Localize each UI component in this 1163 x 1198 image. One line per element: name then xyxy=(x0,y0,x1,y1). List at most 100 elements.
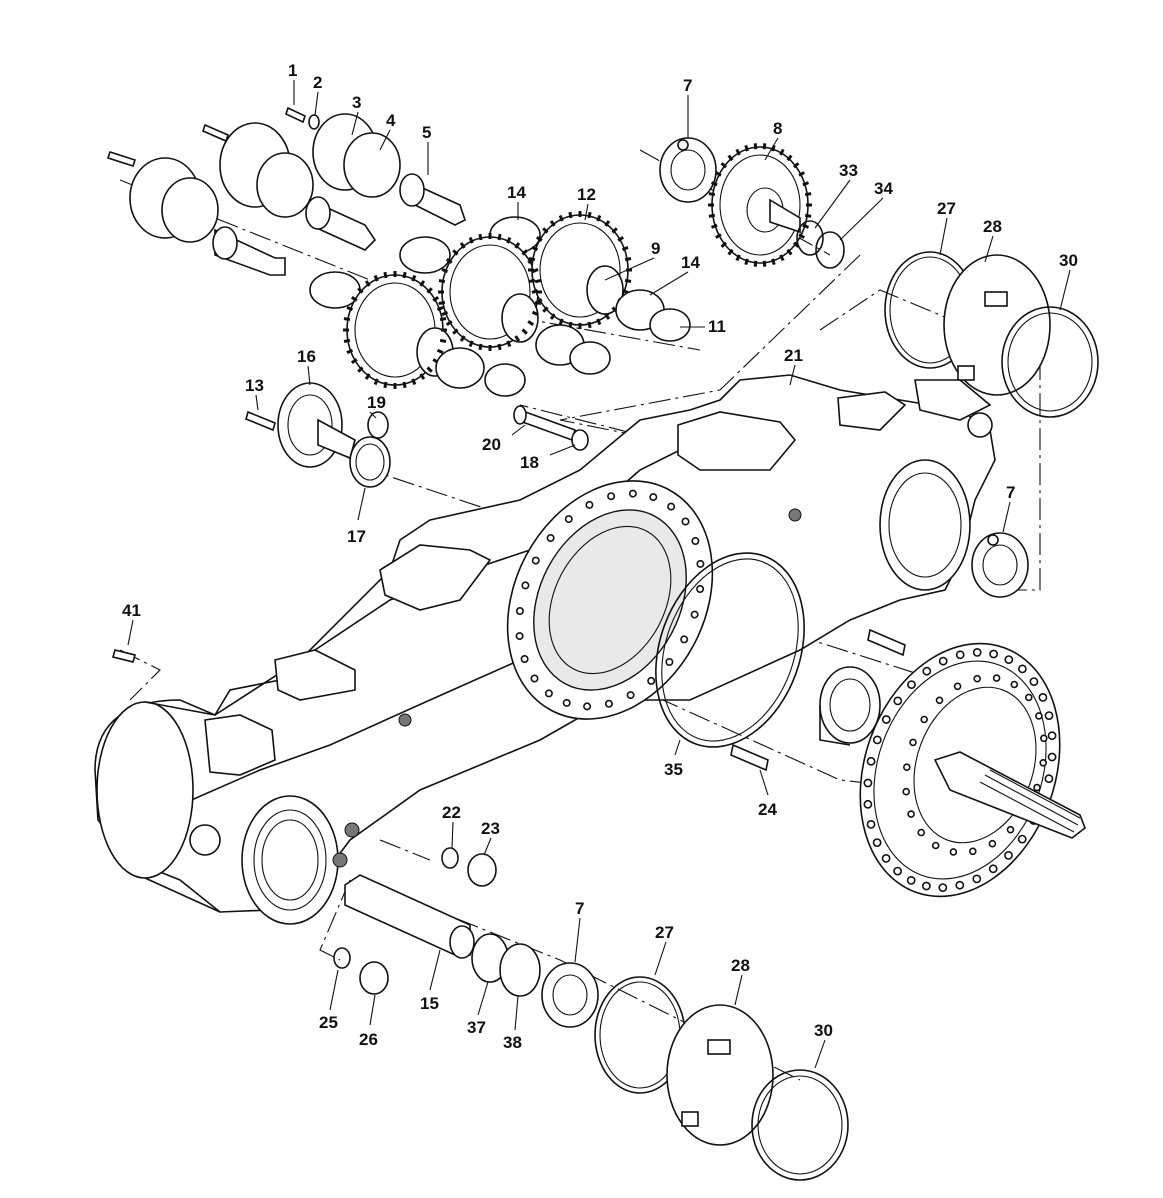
bolt-hole xyxy=(1017,834,1027,844)
flange-bolt-holes xyxy=(515,489,705,711)
bolt-hole xyxy=(515,632,524,641)
gear-tooth xyxy=(753,143,758,150)
gear-tooth xyxy=(708,192,716,197)
bolt-hole xyxy=(893,866,902,876)
gear-tooth xyxy=(402,271,407,279)
bolt-hole xyxy=(953,682,962,691)
gear-tooth xyxy=(710,181,718,187)
bolt-hole xyxy=(544,689,553,698)
callout-41: 41 xyxy=(122,601,141,620)
callout-11: 11 xyxy=(708,317,726,336)
bolt-hole xyxy=(863,799,873,809)
gear-tooth xyxy=(452,249,459,256)
gear-tooth xyxy=(624,278,632,283)
bolt-hole xyxy=(872,838,882,847)
gear-tooth xyxy=(478,233,483,241)
gear-tooth xyxy=(735,148,741,156)
bolt-hole xyxy=(521,581,530,590)
bolt-hole xyxy=(1006,825,1015,834)
callout-20: 20 xyxy=(482,435,501,454)
bolt-13 xyxy=(245,410,276,432)
bolt-hole xyxy=(1018,664,1027,674)
callout-14-mid: 14 xyxy=(681,253,700,272)
bolt-hole xyxy=(515,606,524,615)
gear-tooth xyxy=(558,318,564,326)
gear-tooth xyxy=(804,192,812,197)
bolt-hole xyxy=(681,517,690,526)
gear-tooth xyxy=(514,242,521,249)
bolt-hole xyxy=(1010,680,1019,689)
bolts-1 xyxy=(106,106,320,168)
bolt-hole xyxy=(906,876,916,885)
gear-tooth xyxy=(419,280,426,287)
bolt-hole xyxy=(881,854,891,863)
gear-tooth xyxy=(478,343,483,351)
gear-tooth xyxy=(373,378,379,386)
bolt-hole xyxy=(1035,712,1043,720)
gear-tooth xyxy=(468,236,474,244)
bolt-hole xyxy=(531,556,540,565)
pivot-pin-15 xyxy=(344,874,475,959)
bolt-hole xyxy=(863,778,873,788)
gear-tooth xyxy=(549,220,556,227)
bearing-carrier-16 xyxy=(277,382,356,468)
callout-37: 37 xyxy=(467,1018,486,1037)
callout-17: 17 xyxy=(347,527,366,546)
bolt-hole xyxy=(902,763,911,772)
gear-tooth xyxy=(452,328,459,335)
gear-tooth xyxy=(364,373,371,380)
gear-tooth xyxy=(720,241,728,248)
bolt-hole xyxy=(696,559,705,568)
plugs-25-26 xyxy=(333,947,389,995)
gear-tooth xyxy=(350,295,358,302)
gear-tooth xyxy=(531,288,539,294)
bolt-hole xyxy=(893,696,903,706)
gear-tooth xyxy=(771,144,776,152)
gear-tooth xyxy=(771,258,776,266)
gear-tooth xyxy=(445,257,453,264)
callout-8: 8 xyxy=(773,119,782,138)
bolt-hole xyxy=(1044,774,1054,784)
callout-24: 24 xyxy=(758,800,777,819)
gear-teeth xyxy=(343,211,632,389)
callout-26: 26 xyxy=(359,1030,378,1049)
bolt-hole xyxy=(972,648,982,657)
gear-tooth xyxy=(744,258,749,266)
gear-tooth xyxy=(350,358,358,365)
bolt-hole xyxy=(667,502,676,511)
bearing-7-top xyxy=(659,137,717,203)
bolt-hole xyxy=(607,492,616,501)
gear-tooth xyxy=(542,227,549,234)
bolt-hole xyxy=(907,680,916,689)
callout-14-top: 14 xyxy=(507,183,526,202)
bearing-7-right xyxy=(971,532,1029,598)
gear-tooth xyxy=(744,144,749,152)
gear-tooth xyxy=(439,317,447,322)
gear-tooth xyxy=(426,366,433,373)
gear-tooth xyxy=(346,348,354,354)
gear-tooth xyxy=(411,274,417,282)
gear-8 xyxy=(711,146,809,264)
bolt-hole xyxy=(1029,677,1039,686)
callout-35: 35 xyxy=(664,760,683,779)
callout-19: 19 xyxy=(367,393,386,412)
gear-tooth xyxy=(715,233,722,239)
gear-tooth xyxy=(587,321,592,329)
callout-1: 1 xyxy=(288,61,297,80)
seals-17-19 xyxy=(349,411,391,488)
gear-tooth xyxy=(426,287,433,294)
gear-tooth xyxy=(531,246,539,252)
gear-tooth xyxy=(468,340,474,348)
bolt-hole xyxy=(972,874,982,884)
gear-tooth xyxy=(459,242,466,249)
gear-tooth xyxy=(445,320,453,327)
plugs-22-23 xyxy=(441,847,497,887)
gear-tooth xyxy=(708,213,716,218)
callout-9: 9 xyxy=(651,239,660,258)
bearings-14-11 xyxy=(435,289,691,397)
callout-5: 5 xyxy=(422,123,431,142)
washer-18 xyxy=(571,429,589,451)
gear-tooth xyxy=(753,260,758,267)
gear-tooth xyxy=(624,257,632,262)
bolt-hole xyxy=(1047,731,1057,741)
